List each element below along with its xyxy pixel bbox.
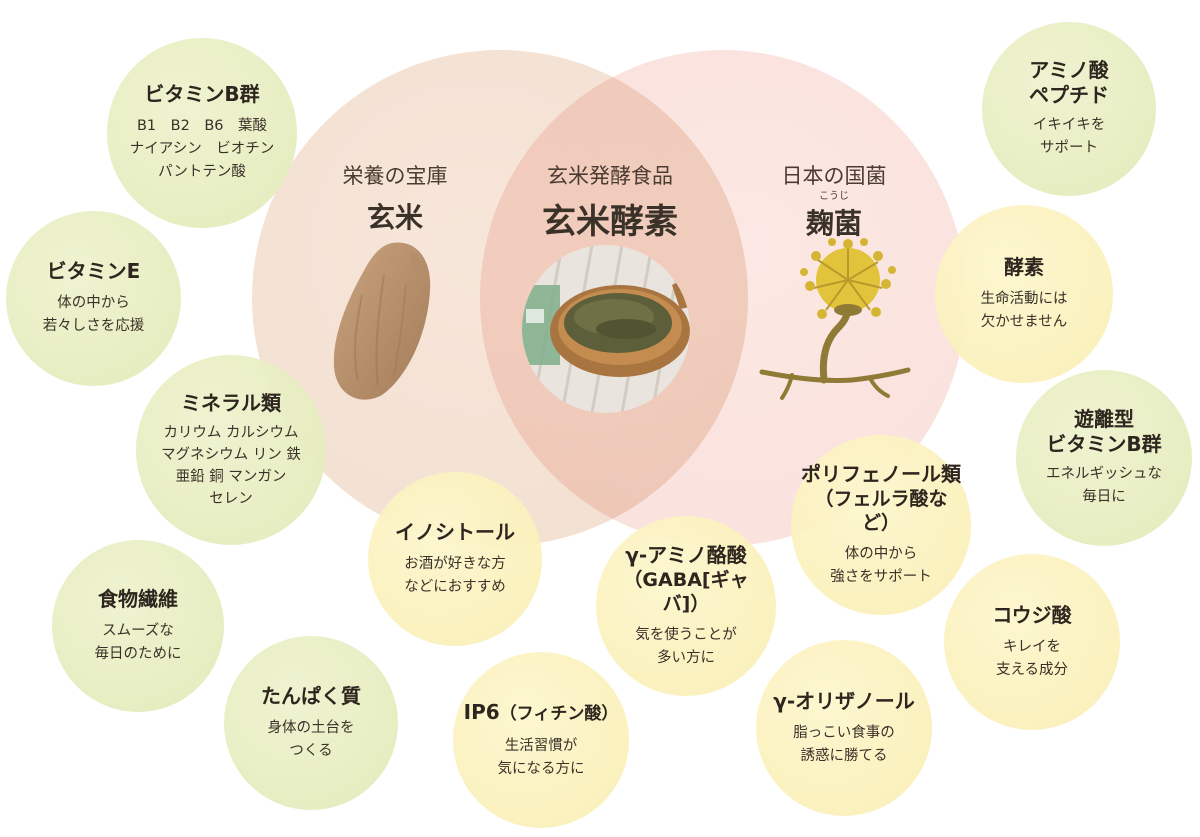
bubble-enzyme: 酵素 生命活動には 欠かせません — [935, 205, 1113, 383]
bubble-free-vitamin-b: 遊離型 ビタミンB群 エネルギッシュな 毎日に — [1016, 370, 1192, 546]
venn-center-subtitle: 玄米発酵食品 — [547, 164, 673, 188]
bubble-line: B1 B2 B6 葉酸 — [136, 118, 267, 134]
bubble-title: 酵素 — [1004, 254, 1044, 279]
bubble-vitamin-e: ビタミンE 体の中から 若々しさを応援 — [6, 211, 181, 386]
bubble-desc: 気を使うことが 多い方に — [635, 624, 737, 670]
bubble-line: 脂っこい食事の — [793, 724, 895, 741]
bubble-desc: エネルギッシュな 毎日に — [1046, 463, 1162, 509]
bubble-line: セレン — [209, 490, 253, 507]
bubble-desc: お酒が好きな方 などにおすすめ — [404, 553, 506, 599]
bubble-line: 誘惑に勝てる — [800, 747, 888, 764]
bubble-line: 体の中から — [57, 295, 130, 311]
bubble-line: 亜鉛 銅 マンガン — [175, 468, 287, 485]
venn-left-title: 玄米 — [366, 201, 423, 234]
bubble-line: エネルギッシュな — [1046, 466, 1162, 482]
brown-rice-grain-icon — [333, 242, 431, 400]
venn-heading-genmai-koso: 玄米発酵食品 玄米酵素 — [510, 160, 710, 243]
bubble-line: などにおすすめ — [404, 578, 506, 595]
bubble-desc: 体の中から 強さをサポート — [830, 543, 932, 589]
bubble-inositol: イノシトール お酒が好きな方 などにおすすめ — [368, 472, 542, 646]
venn-center-title: 玄米酵素 — [542, 202, 678, 242]
venn-left-subtitle: 栄養の宝庫 — [342, 164, 448, 188]
bubble-desc: カリウム カルシウム マグネシウム リン 鉄 亜鉛 銅 マンガン セレン — [161, 422, 301, 510]
bubble-kojic-acid: コウジ酸 キレイを 支える成分 — [944, 554, 1120, 730]
bubble-title: 遊離型 — [1074, 407, 1134, 431]
bubble-line: 若々しさを応援 — [42, 318, 145, 334]
bubble-line: 多い方に — [657, 649, 715, 666]
bubble-line: 体の中から — [844, 545, 918, 562]
bubble-gaba: γ-アミノ酪酸 （GABA[ギャバ]） 気を使うことが 多い方に — [596, 516, 776, 696]
bubble-title: ビタミンB群 — [144, 82, 260, 106]
bubble-title: 食物繊維 — [98, 586, 178, 611]
bubble-title-sub: （GABA[ギャバ]） — [623, 568, 749, 615]
bubble-line: 生命活動には — [980, 290, 1068, 307]
bubble-title-paren: （フィチン酸） — [499, 703, 619, 724]
bubble-title: ミネラル類 — [181, 390, 281, 415]
venn-right-ruby: こうじ — [819, 191, 849, 202]
bubble-fiber: 食物繊維 スムーズな 毎日のために — [52, 540, 224, 712]
venn-heading-koji: 日本の国菌 こうじ 麹菌 — [744, 160, 924, 242]
bubble-title: ポリフェノール類 — [801, 461, 961, 486]
bubble-line: スムーズな — [102, 622, 174, 639]
bubble-line: つくる — [289, 742, 333, 759]
bubble-line: マグネシウム リン 鉄 — [161, 446, 301, 463]
bubble-line: 強さをサポート — [830, 568, 932, 585]
bubble-title: コウジ酸 — [992, 602, 1072, 627]
bubble-line: ナイアシン ビオチン — [129, 141, 275, 157]
bubble-line: パントテン酸 — [158, 164, 246, 180]
bubble-line: 気になる方に — [497, 760, 585, 777]
bubble-desc: 体の中から 若々しさを応援 — [43, 292, 145, 338]
bubble-line: キレイを — [1002, 638, 1061, 655]
genmai-koso-powder-photo — [522, 245, 690, 413]
venn-right-subtitle: 日本の国菌 — [781, 164, 887, 188]
bubble-line: お酒が好きな方 — [404, 555, 506, 572]
bubble-ip6: IP6（フィチン酸） 生活習慣が 気になる方に — [453, 652, 629, 828]
bubble-title: γ-アミノ酪酸 — [625, 542, 747, 567]
bubble-desc: 脂っこい食事の 誘惑に勝てる — [793, 722, 895, 768]
bubble-line: 気を使うことが — [635, 626, 737, 643]
bubble-desc: スムーズな 毎日のために — [95, 620, 182, 666]
bubble-desc: 生命活動には 欠かせません — [981, 288, 1068, 334]
bubble-desc: 生活習慣が 気になる方に — [498, 735, 585, 781]
bubble-title: γ-オリザノール — [773, 688, 915, 713]
bubble-title: ビタミンE — [46, 259, 141, 283]
bubble-title: アミノ酸 — [1029, 58, 1109, 82]
bubble-minerals: ミネラル類 カリウム カルシウム マグネシウム リン 鉄 亜鉛 銅 マンガン セ… — [136, 355, 326, 545]
bubble-line: 身体の土台を — [267, 719, 355, 736]
bubble-protein: たんぱく質 身体の土台を つくる — [224, 636, 398, 810]
bubble-line: サポート — [1040, 140, 1098, 156]
bubble-title-sub: ペプチド — [1029, 83, 1109, 107]
bubble-desc: 身体の土台を つくる — [268, 717, 355, 763]
bubble-title: たんぱく質 — [261, 683, 361, 708]
bubble-line: 欠かせません — [980, 313, 1068, 330]
bubble-title: イノシトール — [395, 519, 515, 544]
bubble-desc: イキイキを サポート — [1033, 114, 1106, 160]
bubble-line: 支える成分 — [995, 661, 1069, 678]
bubble-line: イキイキを — [1032, 117, 1106, 133]
bubble-oryzanol: γ-オリザノール 脂っこい食事の 誘惑に勝てる — [756, 640, 932, 816]
bubble-desc: キレイを 支える成分 — [996, 636, 1068, 682]
bubble-desc: B1 B2 B6 葉酸 ナイアシン ビオチン パントテン酸 — [130, 115, 274, 184]
bubble-vitamin-b: ビタミンB群 B1 B2 B6 葉酸 ナイアシン ビオチン パントテン酸 — [107, 38, 297, 228]
bubble-title-sub: ビタミンB群 — [1046, 432, 1162, 456]
bubble-title-main: IP6 — [463, 699, 500, 724]
koji-mold-icon — [759, 238, 911, 400]
bubble-polyphenol: ポリフェノール類 （フェルラ酸など） 体の中から 強さをサポート — [791, 435, 971, 615]
venn-heading-genmai: 栄養の宝庫 玄米 — [300, 160, 490, 236]
bubble-title-sub: （フェルラ酸など） — [814, 487, 948, 534]
bubble-line: 毎日に — [1082, 489, 1126, 505]
bubble-amino-acid: アミノ酸 ペプチド イキイキを サポート — [982, 22, 1156, 196]
venn-right-title: 麹菌 — [805, 207, 862, 240]
bubble-line: カリウム カルシウム — [163, 424, 299, 441]
bubble-title: IP6（フィチン酸） — [464, 700, 619, 727]
bubble-line: 生活習慣が — [504, 737, 578, 754]
bubble-line: 毎日のために — [94, 645, 182, 662]
